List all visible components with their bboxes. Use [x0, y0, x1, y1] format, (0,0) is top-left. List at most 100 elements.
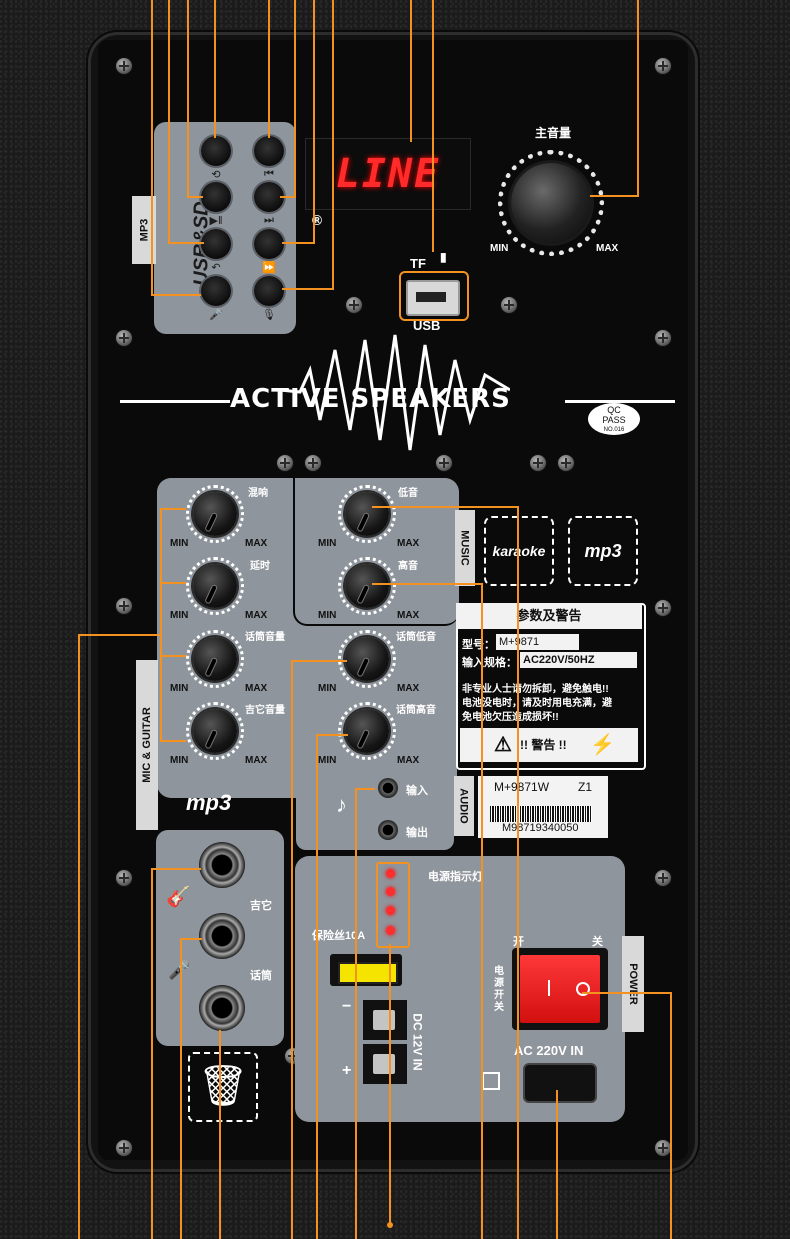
- callout-line: [410, 0, 412, 142]
- caution-text: !! 警告 !!: [520, 738, 567, 752]
- mic-volume-label: 话筒音量: [245, 632, 285, 643]
- callout-line: [268, 0, 270, 138]
- mic-off-icon: 🎙: [262, 309, 276, 321]
- music-treble-label: 高音: [398, 561, 418, 572]
- barcode-model: M+9871W: [494, 780, 550, 794]
- music-treble-knob[interactable]: [345, 564, 389, 608]
- weee-recycle-icon: 🗑: [188, 1052, 258, 1122]
- callout-line: [160, 508, 186, 510]
- qc-pass-sticker: QC PASS NO.016: [588, 403, 640, 435]
- callout-line: [160, 655, 186, 657]
- callout-line: [280, 196, 296, 198]
- ac-power-socket[interactable]: [523, 1063, 597, 1103]
- fuse[interactable]: [338, 962, 398, 984]
- mic-treble-max: MAX: [397, 755, 420, 766]
- dc-terminal-negative[interactable]: [363, 1000, 407, 1040]
- audio-output-label: 输出: [406, 827, 428, 839]
- guitar-jack[interactable]: [199, 913, 245, 959]
- usb-port[interactable]: [406, 280, 460, 316]
- power-led-1: [386, 869, 395, 878]
- screw: [436, 455, 452, 471]
- delay-label: 延时: [250, 561, 270, 572]
- repeat-button[interactable]: [201, 182, 231, 212]
- master-volume-knob[interactable]: [511, 163, 591, 243]
- callout-line: [78, 634, 80, 1239]
- music-bass-knob[interactable]: [345, 492, 389, 536]
- led-indicator-highlight: [376, 862, 410, 948]
- mic-jack[interactable]: [199, 985, 245, 1031]
- music-bass-label: 低音: [398, 488, 418, 499]
- callout-line: [556, 1090, 558, 1239]
- mic-bass-knob[interactable]: [345, 637, 389, 681]
- led-display: LINE: [305, 138, 471, 210]
- mic-jack-label: 话筒: [250, 970, 272, 982]
- audio-output-jack[interactable]: [378, 820, 398, 840]
- play-pause-icon: ▶‖: [209, 215, 223, 227]
- switch-off-label: 关: [592, 936, 603, 948]
- dc-terminal-positive[interactable]: [363, 1044, 407, 1084]
- knob-scale: [186, 630, 244, 688]
- spec-label: 输入规格：: [462, 657, 517, 669]
- master-min-label: MIN: [490, 243, 509, 254]
- model-label: 型号：: [462, 639, 495, 651]
- callout-line: [316, 734, 348, 736]
- mic-mute-button[interactable]: [254, 276, 284, 306]
- callout-line: [151, 868, 153, 1239]
- ir-receiver-icon: Ⓡ: [312, 216, 322, 227]
- next-icon: ⏭: [264, 214, 274, 226]
- screw: [116, 598, 132, 614]
- delay-knob[interactable]: [193, 564, 237, 608]
- callout-line: [180, 938, 182, 1239]
- record-button[interactable]: [201, 276, 231, 306]
- tf-label: TF: [410, 256, 426, 271]
- return-icon: ↶: [211, 262, 221, 274]
- mic-bass-min: MIN: [318, 683, 337, 694]
- callout-line: [151, 294, 201, 296]
- microphone-icon: 🎤: [168, 960, 190, 981]
- callout-line: [389, 944, 391, 1224]
- delay-min: MIN: [170, 610, 189, 621]
- jack-1[interactable]: [199, 842, 245, 888]
- mic-volume-knob[interactable]: [193, 637, 237, 681]
- screw: [346, 297, 362, 313]
- barcode-serial: M98719340050: [502, 822, 579, 834]
- audio-input-jack[interactable]: [378, 778, 398, 798]
- delay-max: MAX: [245, 610, 268, 621]
- music-treble-min: MIN: [318, 610, 337, 621]
- play-pause-button[interactable]: [201, 229, 231, 259]
- knob-scale: [186, 557, 244, 615]
- qc-line1: QC: [607, 405, 621, 415]
- warning-line-1: 非专业人士请勿拆卸，避免触电!!: [462, 684, 609, 695]
- callout-line: [282, 242, 315, 244]
- warning-line-2: 电池没电时，请及时用电充满，避: [462, 698, 612, 709]
- next-button[interactable]: [254, 229, 284, 259]
- model-value: M+9871: [496, 634, 579, 650]
- double-insulation-icon: [482, 1072, 500, 1090]
- callout-line: [78, 634, 162, 636]
- mp3-tab-label: MP3: [138, 218, 150, 242]
- guitar-volume-max: MAX: [245, 755, 268, 766]
- mp3-logo: mp3: [186, 790, 232, 815]
- soundwave-graphic: [280, 334, 510, 451]
- dc-label: DC 12V IN: [411, 1013, 426, 1071]
- mp3-button-2[interactable]: [254, 136, 284, 166]
- callout-line: [517, 506, 519, 1239]
- mic-treble-knob[interactable]: [345, 709, 389, 753]
- electric-hazard-icon: ⚡: [590, 734, 615, 756]
- fast-forward-icon: ⏩: [262, 262, 276, 274]
- mp3-button-1[interactable]: [201, 136, 231, 166]
- reverb-knob[interactable]: [193, 492, 237, 536]
- previous-button[interactable]: [254, 182, 284, 212]
- active-speakers-banner: ACTIVE SPEAKERS: [230, 384, 511, 414]
- knob-scale: [186, 485, 244, 543]
- power-led-4: [386, 926, 395, 935]
- music-tab: MUSIC: [455, 510, 475, 586]
- qc-line3: NO.016: [603, 427, 625, 433]
- callout-line: [316, 734, 318, 1239]
- guitar-volume-knob[interactable]: [193, 709, 237, 753]
- qc-line2: PASS: [602, 415, 626, 425]
- dc-label-wrap: DC 12V IN: [406, 1000, 430, 1084]
- mic-icon: 🎤: [209, 309, 223, 321]
- callout-line: [590, 195, 639, 197]
- callout-line: [187, 196, 203, 198]
